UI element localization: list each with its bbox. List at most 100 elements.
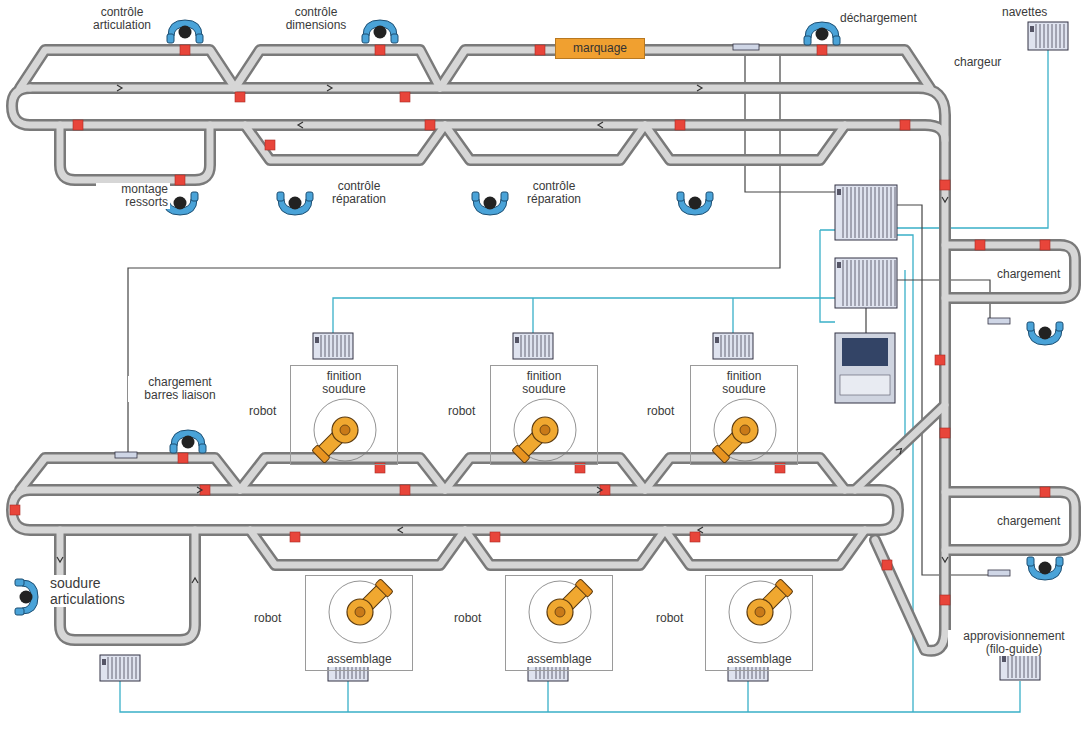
- operator-head: [484, 197, 497, 210]
- robot-figure: [512, 399, 576, 463]
- robot-figure: [529, 579, 593, 643]
- plc-module: [843, 187, 844, 238]
- plc-module: [1048, 24, 1049, 48]
- flow-chevron: [942, 197, 948, 202]
- plc-rack: [1000, 652, 1040, 680]
- plc-module: [883, 187, 884, 238]
- position-marker: [1040, 487, 1050, 497]
- flow-chevron: [327, 85, 332, 91]
- operator-arm: [1056, 322, 1063, 331]
- robot-tool: [512, 445, 530, 463]
- position-marker: [180, 45, 190, 55]
- position-marker: [817, 45, 827, 55]
- operator-head: [689, 197, 702, 210]
- flow-chevron: [327, 85, 332, 91]
- position-marker: [375, 45, 385, 55]
- operator-head: [174, 197, 187, 210]
- operator-arm: [1027, 322, 1034, 331]
- bus-wire: [120, 681, 1020, 712]
- plc-module: [847, 260, 848, 306]
- flow-chevron: [698, 527, 703, 533]
- plc-module: [521, 335, 522, 357]
- plc-frame: [1000, 652, 1040, 680]
- plc-module: [1056, 24, 1057, 48]
- station-label: chargement: [995, 268, 1062, 281]
- robot-base: [355, 607, 365, 617]
- plc-module: [895, 187, 896, 238]
- plc-module: [537, 335, 538, 357]
- plc-module: [1036, 24, 1037, 48]
- operator-head: [182, 436, 195, 449]
- robot-base: [340, 425, 350, 435]
- position-marker: [935, 355, 945, 365]
- plc-module: [533, 335, 534, 357]
- position-marker: [425, 120, 435, 130]
- plc-module: [729, 335, 730, 357]
- plc-module: [871, 260, 872, 306]
- robot-tool: [575, 579, 593, 597]
- flow-chevron: [896, 446, 904, 454]
- plc-module: [132, 657, 133, 679]
- operator-figure: [170, 430, 206, 453]
- plc-module: [749, 335, 750, 357]
- operator-head: [289, 197, 302, 210]
- robot-cell-box: finition soudure: [690, 365, 798, 465]
- plc-frame: [313, 333, 353, 359]
- plc-module: [136, 657, 137, 679]
- plc-module: [863, 260, 864, 306]
- operator-arm: [1056, 557, 1063, 566]
- operator-figure: [804, 22, 840, 45]
- station-label: contrôle réparation: [510, 180, 598, 206]
- bus-wire: [348, 681, 748, 712]
- station-label: robot: [452, 612, 483, 625]
- flow-chevron: [597, 487, 602, 493]
- plc-module: [859, 187, 860, 238]
- flow-chevron: [298, 122, 303, 128]
- plc-module: [333, 335, 334, 357]
- plc-cpu: [515, 337, 519, 343]
- marking-station-box: marquage: [555, 38, 645, 59]
- plc-module: [1032, 654, 1033, 678]
- plc-module: [108, 657, 109, 679]
- station-label: chargement: [995, 515, 1062, 528]
- position-marker: [940, 180, 950, 190]
- plc-rack: [313, 333, 353, 359]
- equipment: [10, 20, 1068, 681]
- operator-arm: [196, 34, 203, 43]
- computer-keyboard: [840, 375, 890, 395]
- plc-module: [737, 335, 738, 357]
- plc-module: [128, 657, 129, 679]
- bus-wire: [820, 230, 835, 322]
- plc-rack: [1028, 22, 1068, 50]
- plc-cpu: [715, 337, 719, 343]
- operator-arm: [15, 579, 24, 586]
- operator-arm: [501, 192, 508, 201]
- plc-rack: [713, 333, 753, 359]
- plc-cpu: [837, 189, 841, 195]
- operator-figure: [362, 20, 398, 43]
- plc-cpu: [1030, 26, 1034, 32]
- flow-chevron: [942, 197, 948, 202]
- robot-cell-box: assemblage: [505, 575, 613, 671]
- flow-chevron: [598, 122, 603, 128]
- flow-chevron: [598, 122, 603, 128]
- station-name: assemblage: [324, 652, 394, 667]
- operator-head: [1039, 327, 1052, 340]
- flow-chevron: [398, 527, 403, 533]
- position-marker: [882, 560, 892, 570]
- plc-module: [1016, 654, 1017, 678]
- robot-base: [747, 599, 773, 625]
- robot-base: [540, 425, 550, 435]
- plc-module: [1052, 24, 1053, 48]
- station-label: robot: [252, 612, 283, 625]
- plc-rack: [835, 258, 897, 308]
- operator-figure: [677, 192, 713, 215]
- plc-module: [733, 335, 734, 357]
- station-label: robot: [446, 405, 477, 418]
- position-marker: [265, 140, 275, 150]
- computer: [835, 333, 895, 403]
- position-marker: [690, 532, 700, 542]
- plc-module: [891, 260, 892, 306]
- robot-base: [547, 599, 573, 625]
